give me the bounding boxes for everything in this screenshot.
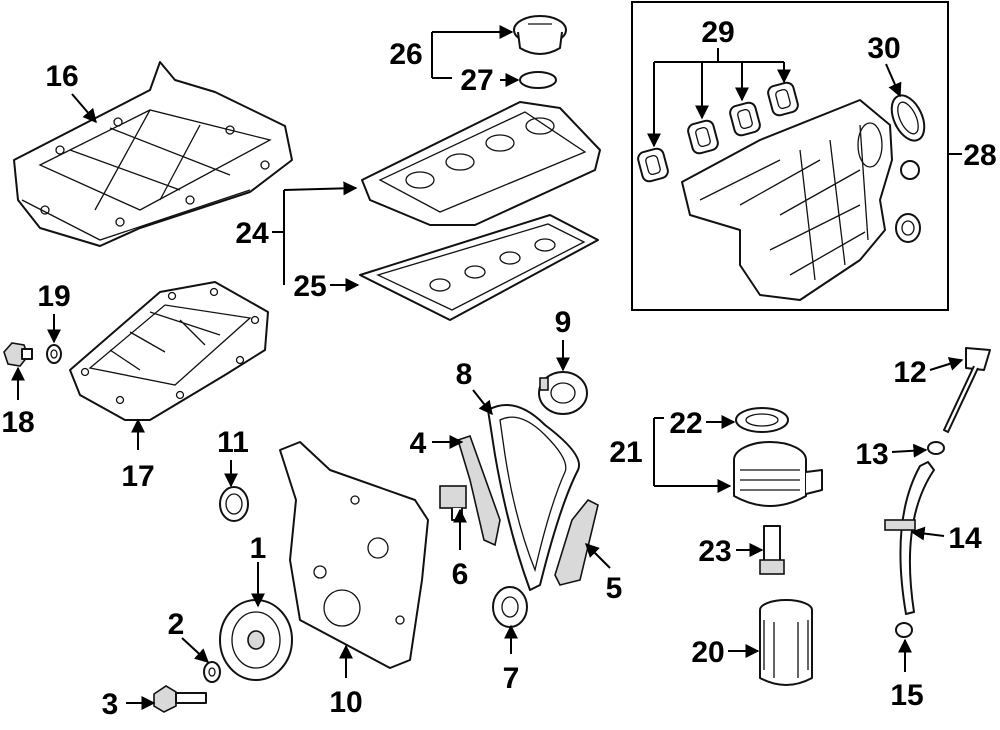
filter-adapter-illustration <box>759 525 785 575</box>
drain-plug-illustration <box>3 342 33 367</box>
intake-manifold-group-box <box>631 1 949 311</box>
dipstick-tube-illustration <box>899 461 935 615</box>
callout-24: 24 <box>235 217 269 250</box>
callout-4: 4 <box>410 427 427 460</box>
callout-16: 16 <box>45 60 78 93</box>
callout-27: 27 <box>460 64 493 97</box>
front-crankshaft-seal-illustration <box>219 486 249 522</box>
callout-5: 5 <box>606 572 623 605</box>
callout-8: 8 <box>456 358 473 391</box>
intake-manifold-illustration <box>681 99 921 301</box>
callout-9: 9 <box>555 306 572 339</box>
callout-26: 26 <box>389 38 422 71</box>
pulley-bolt-illustration <box>153 685 207 713</box>
throttle-body-gasket-illustration <box>890 94 926 142</box>
upper-oil-pan-illustration <box>13 61 293 247</box>
dipstick-tube-seal-illustration <box>895 622 913 638</box>
callout-23: 23 <box>698 535 731 568</box>
callout-17: 17 <box>121 460 154 493</box>
dipstick-tube-bracket-illustration <box>884 519 916 531</box>
leader-2 <box>181 637 210 663</box>
callout-1: 1 <box>250 532 267 565</box>
callout-22: 22 <box>669 407 702 440</box>
callout-10: 10 <box>329 686 362 719</box>
oil-cooler-gasket-illustration <box>735 407 789 433</box>
leader-12 <box>929 357 964 371</box>
leader-24 <box>283 181 358 196</box>
crankshaft-pulley-illustration <box>219 599 293 681</box>
pulley-washer-illustration <box>203 661 221 683</box>
leader-16 <box>71 93 97 124</box>
oil-dipstick-illustration <box>943 347 991 433</box>
leader-13 <box>891 443 928 458</box>
callout-13: 13 <box>855 438 888 471</box>
callout-15: 15 <box>890 679 923 712</box>
leader-30 <box>885 63 902 98</box>
callout-29: 29 <box>701 16 734 49</box>
callout-28: 28 <box>963 139 996 172</box>
chain-tensioner-illustration <box>439 485 467 521</box>
callout-14: 14 <box>948 522 982 555</box>
drain-plug-washer-illustration <box>46 344 62 364</box>
leader-5 <box>585 543 611 569</box>
callout-18: 18 <box>1 406 34 439</box>
callout-12: 12 <box>893 356 926 389</box>
leader-14 <box>910 526 945 541</box>
timing-chain-inner-illustration <box>499 416 567 573</box>
callout-30: 30 <box>867 32 900 65</box>
callout-11: 11 <box>217 426 249 459</box>
timing-cover-illustration <box>279 441 429 669</box>
callout-20: 20 <box>691 636 724 669</box>
callout-6: 6 <box>452 558 469 591</box>
oil-filter-housing-illustration <box>733 441 823 507</box>
filler-cap-seal-illustration <box>519 71 557 89</box>
crankshaft-sprocket-illustration <box>492 586 528 628</box>
leader-8 <box>472 389 493 416</box>
valve-cover-gasket-illustration <box>359 214 599 321</box>
cam-sprocket-illustration <box>538 371 588 415</box>
callout-labels: 1 2 3 4 5 6 7 8 9 10 11 12 13 14 15 16 1… <box>1 16 996 721</box>
leader-lines <box>11 25 964 710</box>
intake-manifold-gaskets-illustration <box>637 81 799 183</box>
callout-2: 2 <box>168 608 185 641</box>
lower-oil-pan-illustration <box>69 281 269 421</box>
oil-filter-illustration <box>759 599 813 686</box>
timing-chain-illustration <box>487 404 581 591</box>
valve-cover-illustration <box>361 101 601 226</box>
callout-19: 19 <box>37 280 70 313</box>
callout-3: 3 <box>102 688 119 721</box>
chain-guide-illustration <box>457 434 501 547</box>
callout-7: 7 <box>503 662 520 695</box>
callout-21: 21 <box>609 436 642 469</box>
callout-25: 25 <box>293 270 326 303</box>
oil-filler-cap-illustration <box>513 15 567 55</box>
chain-tensioner-arm-illustration <box>554 498 599 586</box>
dipstick-o-ring-illustration <box>927 441 945 455</box>
